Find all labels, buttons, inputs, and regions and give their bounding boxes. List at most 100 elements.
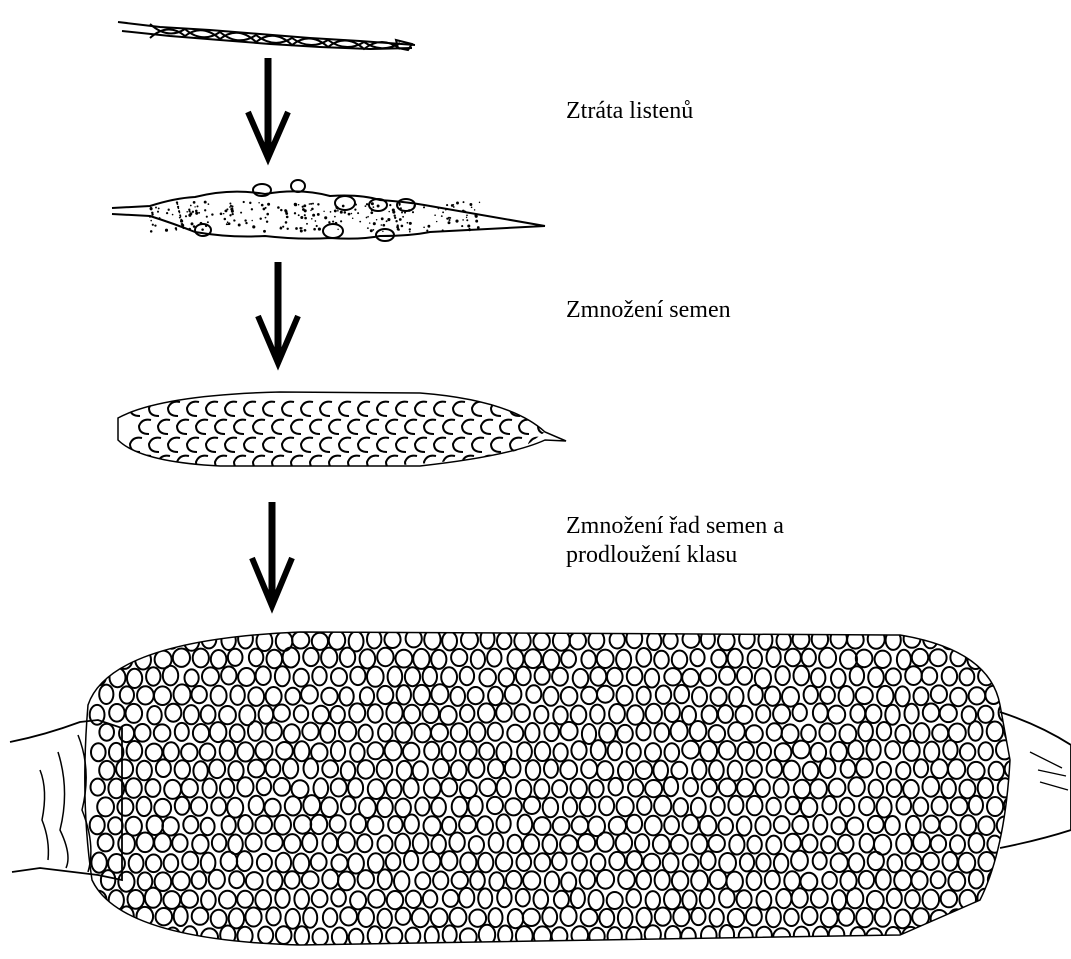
- kernel: [894, 870, 911, 890]
- kernel: [911, 871, 927, 890]
- kernel: [331, 889, 346, 906]
- kernel: [182, 852, 198, 870]
- kernel: [589, 928, 604, 945]
- speck: [334, 216, 336, 218]
- kernel: [589, 890, 604, 910]
- speck: [231, 205, 233, 207]
- kernel: [767, 647, 781, 667]
- kernel: [293, 854, 309, 874]
- kernel: [571, 779, 587, 798]
- kernel: [951, 797, 968, 815]
- speck: [451, 204, 454, 207]
- speck: [229, 214, 231, 216]
- kernel: [367, 667, 384, 687]
- kernel: [275, 666, 290, 686]
- kernel: [451, 649, 467, 666]
- kernel: [443, 890, 459, 907]
- kernel: [386, 928, 402, 945]
- kernel: [384, 631, 400, 648]
- kernel: [720, 925, 735, 945]
- kernel: [358, 438, 370, 452]
- kernel: [120, 686, 134, 703]
- kernel: [91, 668, 106, 685]
- kernel: [597, 832, 614, 851]
- speck: [348, 213, 351, 216]
- kernel: [646, 704, 662, 724]
- speck: [371, 210, 373, 212]
- speck: [438, 208, 440, 210]
- kernel: [424, 742, 439, 760]
- kernel: [211, 798, 226, 816]
- kernel: [821, 836, 836, 853]
- kernel: [332, 928, 347, 947]
- kernel: [237, 742, 254, 761]
- kernel: [856, 650, 873, 668]
- kernel: [221, 667, 236, 685]
- kernel: [626, 927, 641, 947]
- kernel: [443, 420, 455, 434]
- speck: [165, 229, 168, 232]
- kernel: [617, 797, 634, 816]
- kernel: [215, 420, 227, 434]
- speck: [335, 206, 338, 209]
- kernel: [922, 667, 938, 684]
- kernel: [185, 669, 199, 686]
- kernel: [597, 761, 613, 780]
- kernel: [91, 779, 105, 796]
- kernel: [321, 648, 337, 668]
- speck: [251, 208, 253, 210]
- kernel: [942, 667, 957, 686]
- kernel: [257, 854, 272, 871]
- kernel: [887, 889, 902, 908]
- speck: [310, 210, 311, 211]
- kernel: [737, 779, 754, 797]
- kernel: [472, 402, 484, 416]
- kernel: [126, 631, 142, 648]
- kernel: [663, 853, 679, 872]
- kernel: [876, 870, 891, 890]
- kernel: [127, 741, 143, 761]
- speck: [389, 204, 391, 206]
- kernel: [331, 855, 347, 872]
- kernel: [488, 759, 504, 778]
- speck: [180, 220, 183, 223]
- kernel: [599, 909, 614, 927]
- kernel: [609, 778, 623, 796]
- speck: [407, 222, 409, 224]
- kernel: [460, 853, 476, 873]
- kernel: [534, 817, 551, 835]
- speck: [469, 228, 471, 230]
- kernel: [904, 741, 920, 761]
- kernel: [462, 456, 474, 470]
- kernel: [348, 420, 360, 434]
- kernel: [719, 889, 735, 908]
- kernel: [294, 705, 308, 722]
- kernel: [560, 722, 577, 740]
- kernel: [431, 684, 448, 704]
- speck: [205, 225, 207, 227]
- kernel: [487, 797, 503, 814]
- kernel: [819, 723, 835, 741]
- kernel: [478, 889, 492, 909]
- kernel: [786, 797, 800, 815]
- step-label-row-multiplication: Zmnožení řad semen a prodloužení klasu: [566, 512, 784, 570]
- kernel: [91, 743, 106, 761]
- kernel: [848, 777, 864, 796]
- kernel: [860, 834, 874, 853]
- kernel: [822, 796, 836, 814]
- kernel: [914, 723, 930, 743]
- speck: [150, 230, 153, 233]
- kernel: [535, 853, 551, 871]
- kernel: [776, 889, 791, 908]
- kernel: [821, 908, 838, 927]
- kernel: [358, 402, 370, 416]
- kernel: [406, 891, 421, 908]
- kernel: [118, 834, 135, 854]
- kernel: [868, 668, 884, 688]
- kernel: [868, 629, 885, 648]
- speck: [309, 203, 311, 205]
- kernel: [848, 740, 863, 759]
- speck: [342, 205, 345, 208]
- kernel: [913, 798, 928, 816]
- kernel: [554, 743, 568, 761]
